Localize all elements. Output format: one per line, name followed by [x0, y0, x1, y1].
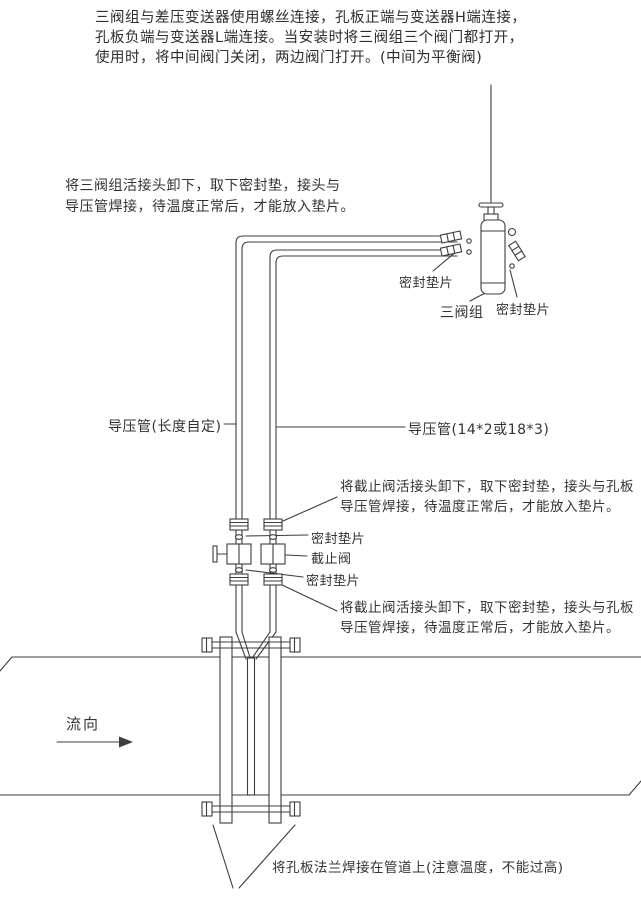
impulse-pipes — [235, 235, 458, 660]
manifold-note: 将三阀组活接头卸下，取下密封垫，接头与 导压管焊接，待温度正常后，才能放入垫片。 — [65, 176, 355, 218]
three-valve-manifold-label: 三阀组 — [440, 305, 484, 321]
gasket-dot — [507, 227, 517, 237]
leader-lines — [212, 250, 518, 889]
right-flange — [268, 636, 282, 824]
gasket-dot — [466, 249, 472, 255]
left-flange — [219, 636, 233, 824]
union-fitting — [263, 573, 283, 586]
top-note: 三阀组与差压变送器使用螺丝连接，孔板正端与变送器H端连接， 孔板负端与变送器L端… — [95, 8, 526, 68]
union-fitting — [263, 518, 283, 531]
seal-gasket-label-valve-lower: 密封垫片 — [306, 574, 361, 589]
union-fitting — [229, 518, 249, 531]
connector-bolt — [508, 240, 526, 262]
stop-valve-label: 截止阀 — [311, 552, 352, 567]
flow-direction-label: 流向 — [66, 715, 101, 733]
manifold-body — [480, 219, 506, 295]
orifice-plate — [246, 657, 256, 796]
stop-valve-assembly — [212, 518, 286, 586]
seal-gasket-label-manifold-left: 密封垫片 — [399, 276, 454, 291]
seal-gasket-label-valve-upper: 密封垫片 — [311, 532, 366, 547]
seal-gasket-label-manifold-right: 密封垫片 — [496, 303, 551, 318]
stop-valve-note-line: 导压管焊接，待温度正常后，才能放入垫片。 — [340, 499, 620, 515]
connector-bolt — [439, 243, 463, 257]
gasket-dot — [509, 263, 515, 269]
stop-valve-note-upper: 将截止阀活接头卸下，取下密封垫，接头与孔板 导压管焊接，待温度正常后，才能放入垫… — [340, 477, 634, 517]
valve-handle — [212, 545, 218, 563]
top-bolt-shaft — [211, 641, 291, 649]
manifold-note-line: 导压管焊接，待温度正常后，才能放入垫片。 — [65, 199, 355, 215]
impulse-pipe-right-label: 导压管(14*2或18*3) — [408, 422, 550, 438]
union-fitting — [229, 573, 249, 586]
top-note-line: 三阀组与差压变送器使用螺丝连接，孔板正端与变送器H端连接， — [95, 10, 527, 26]
gasket-dot — [268, 567, 278, 573]
stop-valve-note-line: 将截止阀活接头卸下，取下密封垫，接头与孔板 — [340, 479, 634, 495]
manifold-note-line: 将三阀组活接头卸下，取下密封垫，接头与 — [65, 178, 341, 194]
main-pipe — [0, 656, 641, 796]
gasket-dot — [234, 567, 244, 573]
impulse-pipe-left-label: 导压管(长度自定) — [108, 419, 222, 435]
top-note-line: 孔板负端与变送器L端连接。当安装时将三阀组三个阀门都打开， — [95, 30, 524, 46]
connector-bolt — [439, 230, 463, 244]
gasket-dot — [466, 238, 472, 244]
stop-valve-note-lower: 将截止阀活接头卸下，取下密封垫，接头与孔板 导压管焊接，待温度正常后，才能放入垫… — [340, 598, 634, 638]
gasket-dot — [234, 534, 244, 540]
manifold-handle — [478, 202, 504, 208]
bottom-bolt-shaft — [211, 805, 291, 813]
stop-valve-note-line: 将截止阀活接头卸下，取下密封垫，接头与孔板 — [340, 600, 634, 616]
orifice-flange-assembly — [201, 636, 301, 824]
top-note-line: 使用时，将中间阀门关闭，两边阀门打开。(中间为平衡阀) — [95, 50, 483, 66]
flow-arrow-icon — [56, 736, 133, 748]
three-valve-manifold-figure — [439, 202, 526, 295]
gasket-dot — [268, 534, 278, 540]
bottom-note: 将孔板法兰焊接在管道上(注意温度，不能过高) — [272, 860, 564, 876]
stop-valve-note-line: 导压管焊接，待温度正常后，才能放入垫片。 — [340, 620, 620, 636]
